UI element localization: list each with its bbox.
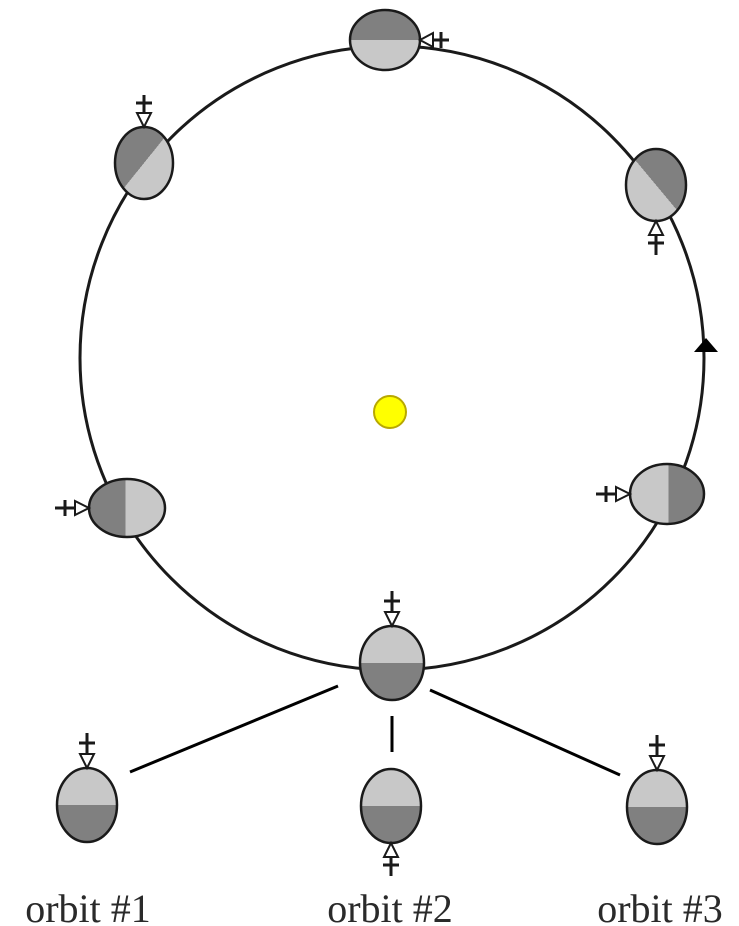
probe-icon bbox=[348, 8, 449, 72]
orbit-3-label: orbit #3 bbox=[597, 886, 723, 926]
probe-icon bbox=[55, 477, 167, 539]
sun-icon bbox=[373, 395, 407, 429]
connector-line-3 bbox=[429, 688, 621, 777]
terminator-arrow-icon bbox=[694, 338, 718, 352]
probe-icon bbox=[596, 462, 706, 526]
probe-icon bbox=[359, 767, 423, 876]
orbit-circle bbox=[78, 44, 706, 672]
probe-icon bbox=[113, 95, 175, 201]
orbit-2-label: orbit #2 bbox=[327, 886, 453, 926]
probe-icon bbox=[624, 147, 688, 255]
probe-icon bbox=[625, 735, 689, 846]
orbit-1-label: orbit #1 bbox=[25, 886, 151, 926]
connector-line-1 bbox=[129, 684, 339, 774]
probe-icon bbox=[55, 733, 119, 844]
probe-icon bbox=[358, 591, 426, 702]
